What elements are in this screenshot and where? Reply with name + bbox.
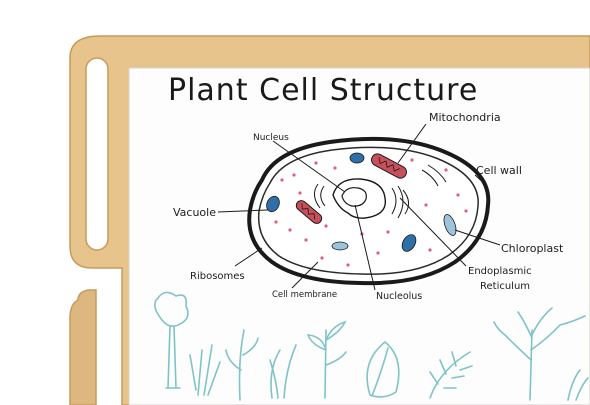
er-squiggle-left [314, 183, 321, 209]
grass-doodle-3 [567, 369, 589, 401]
chloroplast-organelles [266, 152, 457, 252]
easel-lower-frame [69, 289, 97, 405]
er-line-upper [427, 164, 447, 183]
grass-doodle-2 [269, 344, 297, 399]
plant-cell [247, 136, 491, 286]
fern-doodle [429, 351, 473, 399]
branching-tree-doodle [493, 307, 586, 401]
handle-slot [85, 57, 109, 251]
label-er-line2: Reticulum [480, 281, 530, 292]
nucleolus-shape [341, 187, 367, 207]
label-chloroplast: Chloroplast [501, 242, 564, 255]
er-line-upper-2 [421, 169, 439, 187]
label-er-line1: Endoplasmic [468, 266, 532, 277]
label-ribosomes: Ribosomes [190, 271, 245, 282]
label-mitochondria: Mitochondria [429, 111, 501, 124]
mitochondria-organelles [295, 153, 407, 224]
label-cell-membrane: Cell membrane [272, 290, 337, 300]
label-nucleus: Nucleus [253, 133, 289, 143]
label-vacuole: Vacuole [173, 206, 216, 219]
plant-doodles [154, 291, 589, 401]
diagram-title: Plant Cell Structure [168, 73, 478, 108]
label-cell-wall: Cell wall [476, 164, 522, 177]
ribosome-dots [274, 158, 468, 267]
sprout-doodle [306, 320, 347, 399]
grass-doodle-1 [189, 344, 221, 396]
label-nucleolus: Nucleolus [376, 291, 422, 302]
tree-doodle [154, 291, 189, 389]
er-squiggle-left-2 [320, 185, 326, 207]
er-squiggle-right [391, 187, 397, 215]
leaf-doodle [366, 340, 400, 398]
leader-lines [217, 123, 501, 291]
er-squiggle-right-3 [402, 189, 409, 215]
cell-membrane-outline [257, 146, 479, 275]
leafy-stem-doodle [225, 329, 259, 401]
